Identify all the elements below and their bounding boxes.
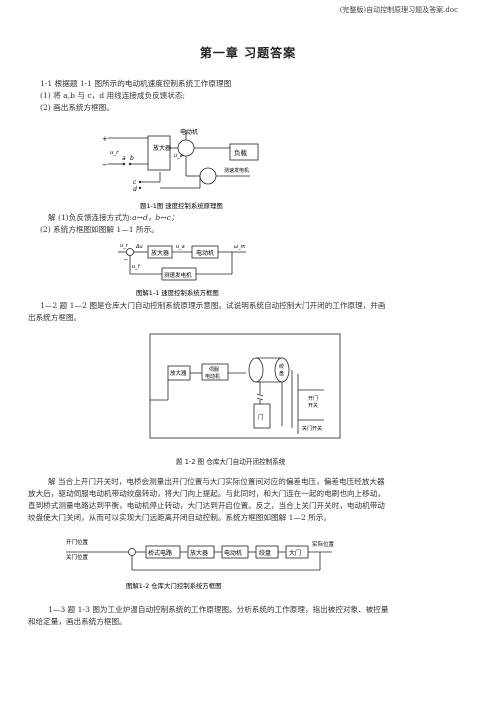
bd2-drum: 绞盘 (259, 549, 271, 557)
bd1-uf: u_f (132, 264, 141, 270)
bd2-in1: 开门位置 (66, 538, 89, 546)
fig1-tacho-label: 测速发电机 (224, 167, 249, 174)
fig2-drum-line1: 绞 (279, 363, 284, 370)
bd1-du: Δu (135, 244, 143, 250)
bd1-ua: u_a (176, 244, 185, 250)
q2-answer-line3: 直到桥式测量电路达到平衡，电动机停止转动，大门达到开启位置。反之，当合上关门开关… (28, 501, 385, 510)
q3-stem-line2: 和给定量，画出系统方框图。 (28, 617, 127, 626)
document-header: (完整版)自动控制原理习题及答案.doc (339, 6, 458, 14)
block-diagram-1-2: 开门位置 关门位置 桥式电路 放大器 电动机 绞盘 大门 实际位置 图解1-2 … (66, 538, 335, 590)
fig1-ua: u_a (174, 153, 183, 159)
bd1-ur: u_r (120, 243, 129, 249)
bd1-motor: 电动机 (196, 249, 214, 257)
bd2-bridge: 桥式电路 (148, 549, 172, 557)
bd2-out: 实际位置 (312, 540, 335, 548)
fig1-minus: − (102, 161, 108, 169)
ans1-math: a↔d，b↔c； (132, 213, 179, 222)
q3-stem-line1: 1—3 题 1-3 图为工业炉温自动控制系统的工作原理图。分析系统的工作原理，指… (48, 605, 389, 614)
fig1-caption: 题1-1图 速度控制系统原理图 (140, 201, 223, 210)
fig2-open-line1: 开门 (308, 395, 318, 402)
bd1-caption: 图解1-1 速度控制系统方框图 (136, 288, 219, 297)
chapter-title: 第一章 习题答案 (199, 46, 297, 60)
fig1-amp-label: 放大器 (153, 144, 171, 152)
fig-1-2-schematic: 放大器 伺服 电动机 绞 盘 门 开门 开关 关门开关 (149, 333, 341, 439)
fig2-close: 关门开关 (302, 425, 322, 432)
fig2-door: 门 (258, 413, 264, 421)
fig-1-1-schematic: 电动机 放大器 负载 测速发电机 + − u_r u_a a b c d 题1-… (102, 128, 259, 210)
fig1-d: d (133, 186, 137, 193)
q2-stem-line2: 出系统方框图。 (28, 313, 82, 322)
fig1-motor-label: 电动机 (180, 128, 198, 136)
fig2-amp: 放大器 (170, 369, 187, 377)
bd1-w: ω_m (234, 244, 246, 250)
fig-1-2-caption: 题 1-2 图 仓库大门自动开闭控制系统 (176, 458, 286, 466)
bd1-tacho: 测速发电机 (164, 271, 192, 279)
bd2-caption: 图解1-2 仓库大门控制系统方框图 (126, 581, 222, 590)
bd1-minus: − (123, 256, 128, 263)
fig2-motor-line2: 电动机 (205, 373, 220, 380)
block-diagram-1-1: u_r Δu 放大器 u_a 电动机 ω_m 测速发电机 u_f − 图解1-1… (118, 243, 246, 297)
fig1-load-label: 负载 (234, 148, 248, 157)
fig2-open-line2: 开关 (308, 402, 318, 409)
bd2-motor: 电动机 (224, 549, 242, 557)
fig1-ur: u_r (110, 150, 119, 156)
fig2-drum-line2: 盘 (279, 370, 284, 377)
bd2-amp: 放大器 (190, 549, 208, 557)
bd2-door: 大门 (289, 549, 301, 557)
q1-stem: 1-1 根据题 1-1 图所示的电动机速度控制系统工作原理图 (40, 79, 232, 88)
fig1-plus: + (102, 135, 108, 143)
fig2-motor-line1: 伺服 (209, 366, 219, 373)
fig1-b: b (130, 155, 134, 162)
fig1-c: c (133, 179, 137, 186)
q1-answer1: 解 (1)负反馈连接方式为:a↔d，b↔c； (48, 212, 179, 224)
bd1-amp: 放大器 (151, 249, 169, 257)
q1-sub2: (2) 画出系统方框图。 (40, 103, 114, 112)
q2-answer-line4: 绞盘使大门关闭，从而可以实现大门远距离开闭自动控制。系统方框图如图解 1—2 所… (28, 513, 332, 522)
q2-stem-line1: 1—2 题 1—2 图是仓库大门自动控制系统原理示意图。试说明系统自动控制大门开… (40, 301, 386, 310)
q2-answer-line1: 解 当合上开门开关时，电桥会测量出开门位置与大门实际位置间对应的偏差电压，偏差电… (48, 477, 385, 486)
bd2-in2: 关门位置 (66, 553, 89, 561)
ans1-prefix: 解 (1)负反馈连接方式为: (48, 213, 133, 222)
fig1-a: a (122, 155, 126, 162)
q2-answer-line2: 放大后，驱动伺服电动机带动绞盘转动，将大门向上提起。与此同时，和大门连在一起的电… (28, 489, 385, 498)
q1-sub1: (1) 将 a,b 与 c，d 用线连接成负反馈状态; (40, 91, 186, 100)
q1-answer2: (2) 系统方框图如图解 1—1 所示。 (40, 225, 159, 234)
